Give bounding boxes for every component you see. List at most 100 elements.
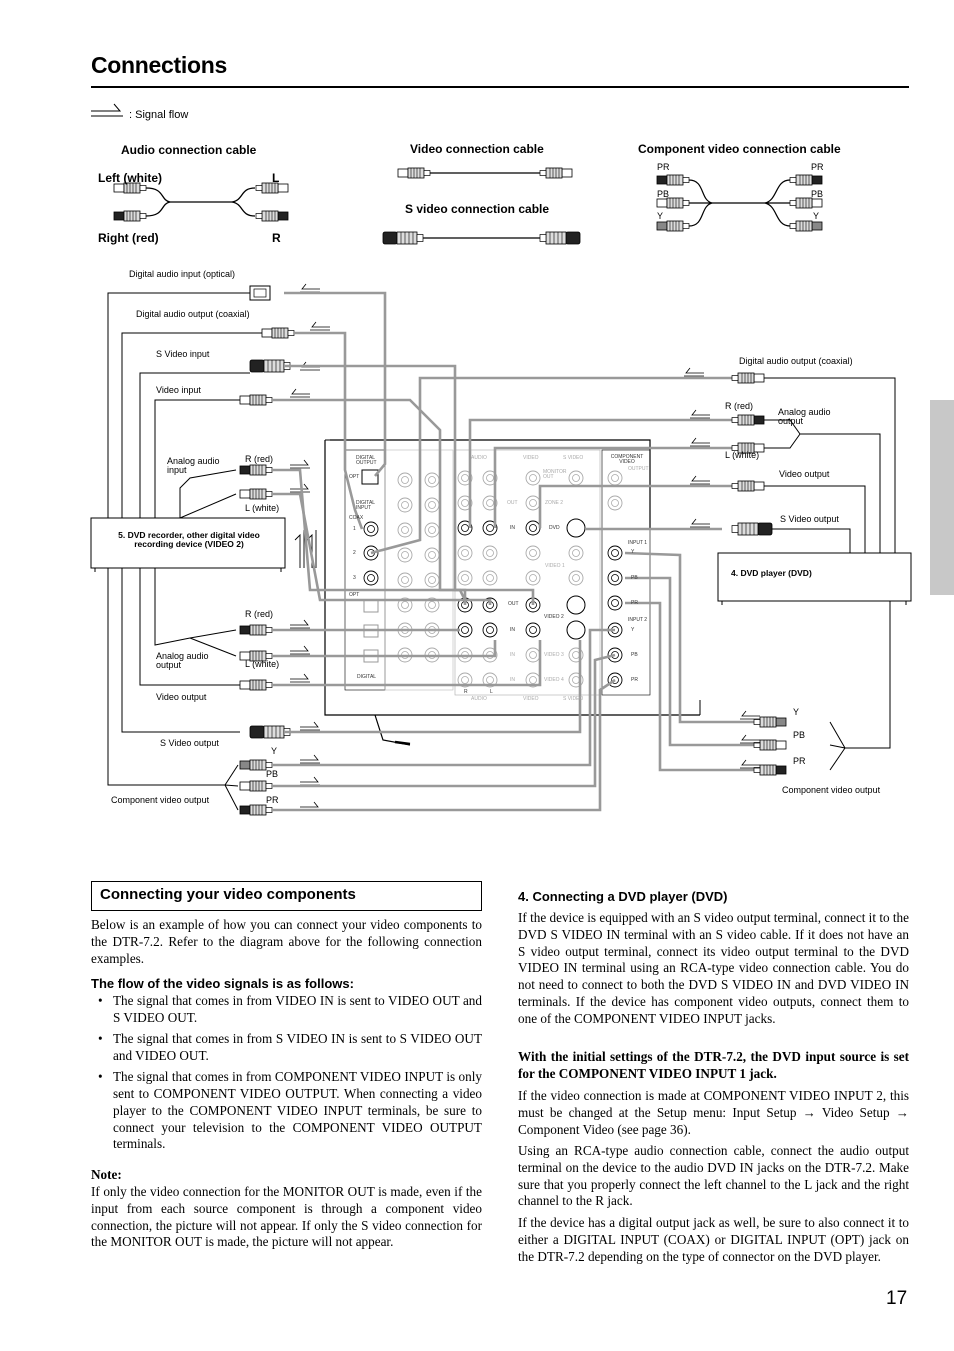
signal-flow-icon: [91, 103, 123, 117]
right-video-out-label: Video output: [779, 469, 830, 479]
dvd-heading: 4. Connecting a DVD player (DVD): [518, 889, 728, 904]
left-pr-label: PR: [266, 795, 279, 805]
r-label: R: [272, 231, 281, 245]
svideo-cable-legend: [382, 231, 581, 245]
left-white-label: Left (white): [98, 171, 162, 185]
right-svideo-out-label: S Video output: [780, 514, 839, 524]
legend-pb-right: PB: [811, 189, 824, 199]
panel-n1: 1: [353, 526, 356, 532]
panel-coax: COAX: [349, 515, 364, 521]
panel-audio: AUDIO: [471, 455, 487, 461]
panel-video3: VIDEO 3: [544, 652, 564, 658]
r-red-in-label: R (red): [245, 454, 274, 464]
dvd-player-device: [717, 552, 912, 605]
dvd-paragraph-1: If the device is equipped with an S vide…: [518, 910, 909, 1026]
panel-n3: 3: [353, 575, 356, 581]
dvd-recorder-device: [90, 517, 286, 572]
left-pb-label: PB: [266, 769, 279, 779]
routing-cables: [272, 291, 754, 812]
legend-pr-left: PR: [657, 162, 670, 172]
panel-component-video: COMPONENT VIDEO: [610, 454, 644, 465]
section-title: Connecting your video components: [100, 886, 356, 903]
list-item: The signal that comes in from S VIDEO IN…: [91, 1031, 482, 1065]
title-rule: [91, 86, 909, 88]
panel-audio-bottom: AUDIO: [471, 696, 487, 702]
l-label: L: [272, 171, 280, 185]
right-pb-label: PB: [793, 730, 806, 740]
audio-cable-legend: [113, 182, 289, 222]
panel-input2: INPUT 2: [628, 617, 648, 623]
panel-digital-output: DIGITAL OUTPUT: [356, 455, 377, 466]
note-heading: Note:: [91, 1167, 122, 1182]
list-item: The signal that comes in from VIDEO IN i…: [91, 993, 482, 1027]
note-paragraph: If only the video connection for the MON…: [91, 1184, 482, 1250]
right-red-label: Right (red): [98, 231, 159, 245]
left-plugs: [239, 285, 295, 816]
legend-y-left: Y: [657, 211, 664, 221]
legend-pb-left: PB: [657, 189, 670, 199]
panel-monitor-out: MONITOR OUT: [543, 469, 567, 480]
panel-l: L: [490, 689, 493, 695]
panel-output: OUTPUT: [628, 466, 649, 472]
panel-video-bottom: VIDEO: [523, 696, 539, 702]
panel-video2: VIDEO 2: [544, 614, 564, 620]
legend-y-right: Y: [813, 211, 820, 221]
panel-y2: Y: [631, 627, 635, 633]
digital-coax-out-label: Digital audio output (coaxial): [136, 309, 250, 319]
analog-in-label: Analog audio input: [167, 456, 220, 476]
panel-out: OUT: [507, 500, 518, 506]
right-r-red-label: R (red): [725, 401, 754, 411]
dvd-player-label: 4. DVD player (DVD): [731, 568, 812, 578]
side-tab: [930, 400, 954, 595]
panel-opt2: OPT: [349, 592, 360, 598]
l-white-out-label: L (white): [245, 659, 280, 669]
legend-pr-right: PR: [811, 162, 824, 172]
component-cable-legend: [656, 174, 823, 232]
right-pr-label: PR: [793, 756, 806, 766]
left-device-wiring: [107, 292, 262, 811]
panel-video1: VIDEO 1: [545, 563, 565, 569]
panel-in: IN: [510, 525, 515, 531]
video-cable-legend: [397, 167, 573, 179]
right-device-wiring: [764, 377, 896, 771]
flow-list: The signal that comes in from VIDEO IN i…: [91, 993, 482, 1158]
panel-opt: OPT: [349, 474, 360, 480]
digital-optical-in-label: Digital audio input (optical): [129, 269, 236, 279]
panel-dvd: DVD: [549, 525, 560, 531]
video-cable-label: Video connection cable: [410, 142, 544, 156]
panel-pb2: PB: [631, 652, 638, 658]
left-component-out-label: Component video output: [111, 795, 210, 805]
dvd-recorder-label: 5. DVD recorder, other digital video rec…: [118, 530, 260, 549]
connection-diagram: [90, 103, 912, 816]
analog-out-label: Analog audio output: [156, 651, 209, 671]
panel-input1: INPUT 1: [628, 540, 648, 546]
section-title-box: [91, 881, 482, 911]
dvd-paragraph-5: If the device has a digital output jack …: [518, 1215, 909, 1264]
l-white-in-label: L (white): [245, 503, 280, 513]
panel-svideo-bottom: S VIDEO: [563, 696, 584, 702]
panel-svideo: S VIDEO: [563, 455, 584, 461]
panel-in4: IN: [510, 677, 515, 683]
component-cable-label: Component video connection cable: [638, 142, 841, 156]
video-out-label: Video output: [156, 692, 207, 702]
panel-in3: IN: [510, 652, 515, 658]
right-digital-coax-label: Digital audio output (coaxial): [739, 356, 853, 366]
panel-digital-bottom: DIGITAL: [357, 674, 377, 680]
panel-video4: VIDEO 4: [544, 677, 564, 683]
svideo-cable-label: S video connection cable: [405, 202, 550, 216]
list-item: The signal that comes in from COMPONENT …: [91, 1069, 482, 1153]
panel-pr2: PR: [631, 677, 638, 683]
right-component-out-label: Component video output: [782, 785, 881, 795]
dvd-paragraph-4: Using an RCA-type audio connection cable…: [518, 1143, 909, 1209]
panel-pb1: PB: [631, 575, 638, 581]
panel-digital-jacks: [361, 469, 379, 663]
panel-zone2: ZONE 2: [545, 500, 564, 506]
dvd-paragraph-3: If the video connection is made at COMPO…: [518, 1088, 909, 1137]
right-l-white-label: L (white): [725, 450, 760, 460]
right-y-label: Y: [793, 707, 800, 717]
page-title: Connections: [91, 52, 227, 78]
audio-cable-label: Audio connection cable: [121, 143, 257, 157]
panel-r: R: [464, 689, 468, 695]
svideo-in-label: S Video input: [156, 349, 210, 359]
right-analog-out-label: Analog audio output: [778, 407, 831, 427]
